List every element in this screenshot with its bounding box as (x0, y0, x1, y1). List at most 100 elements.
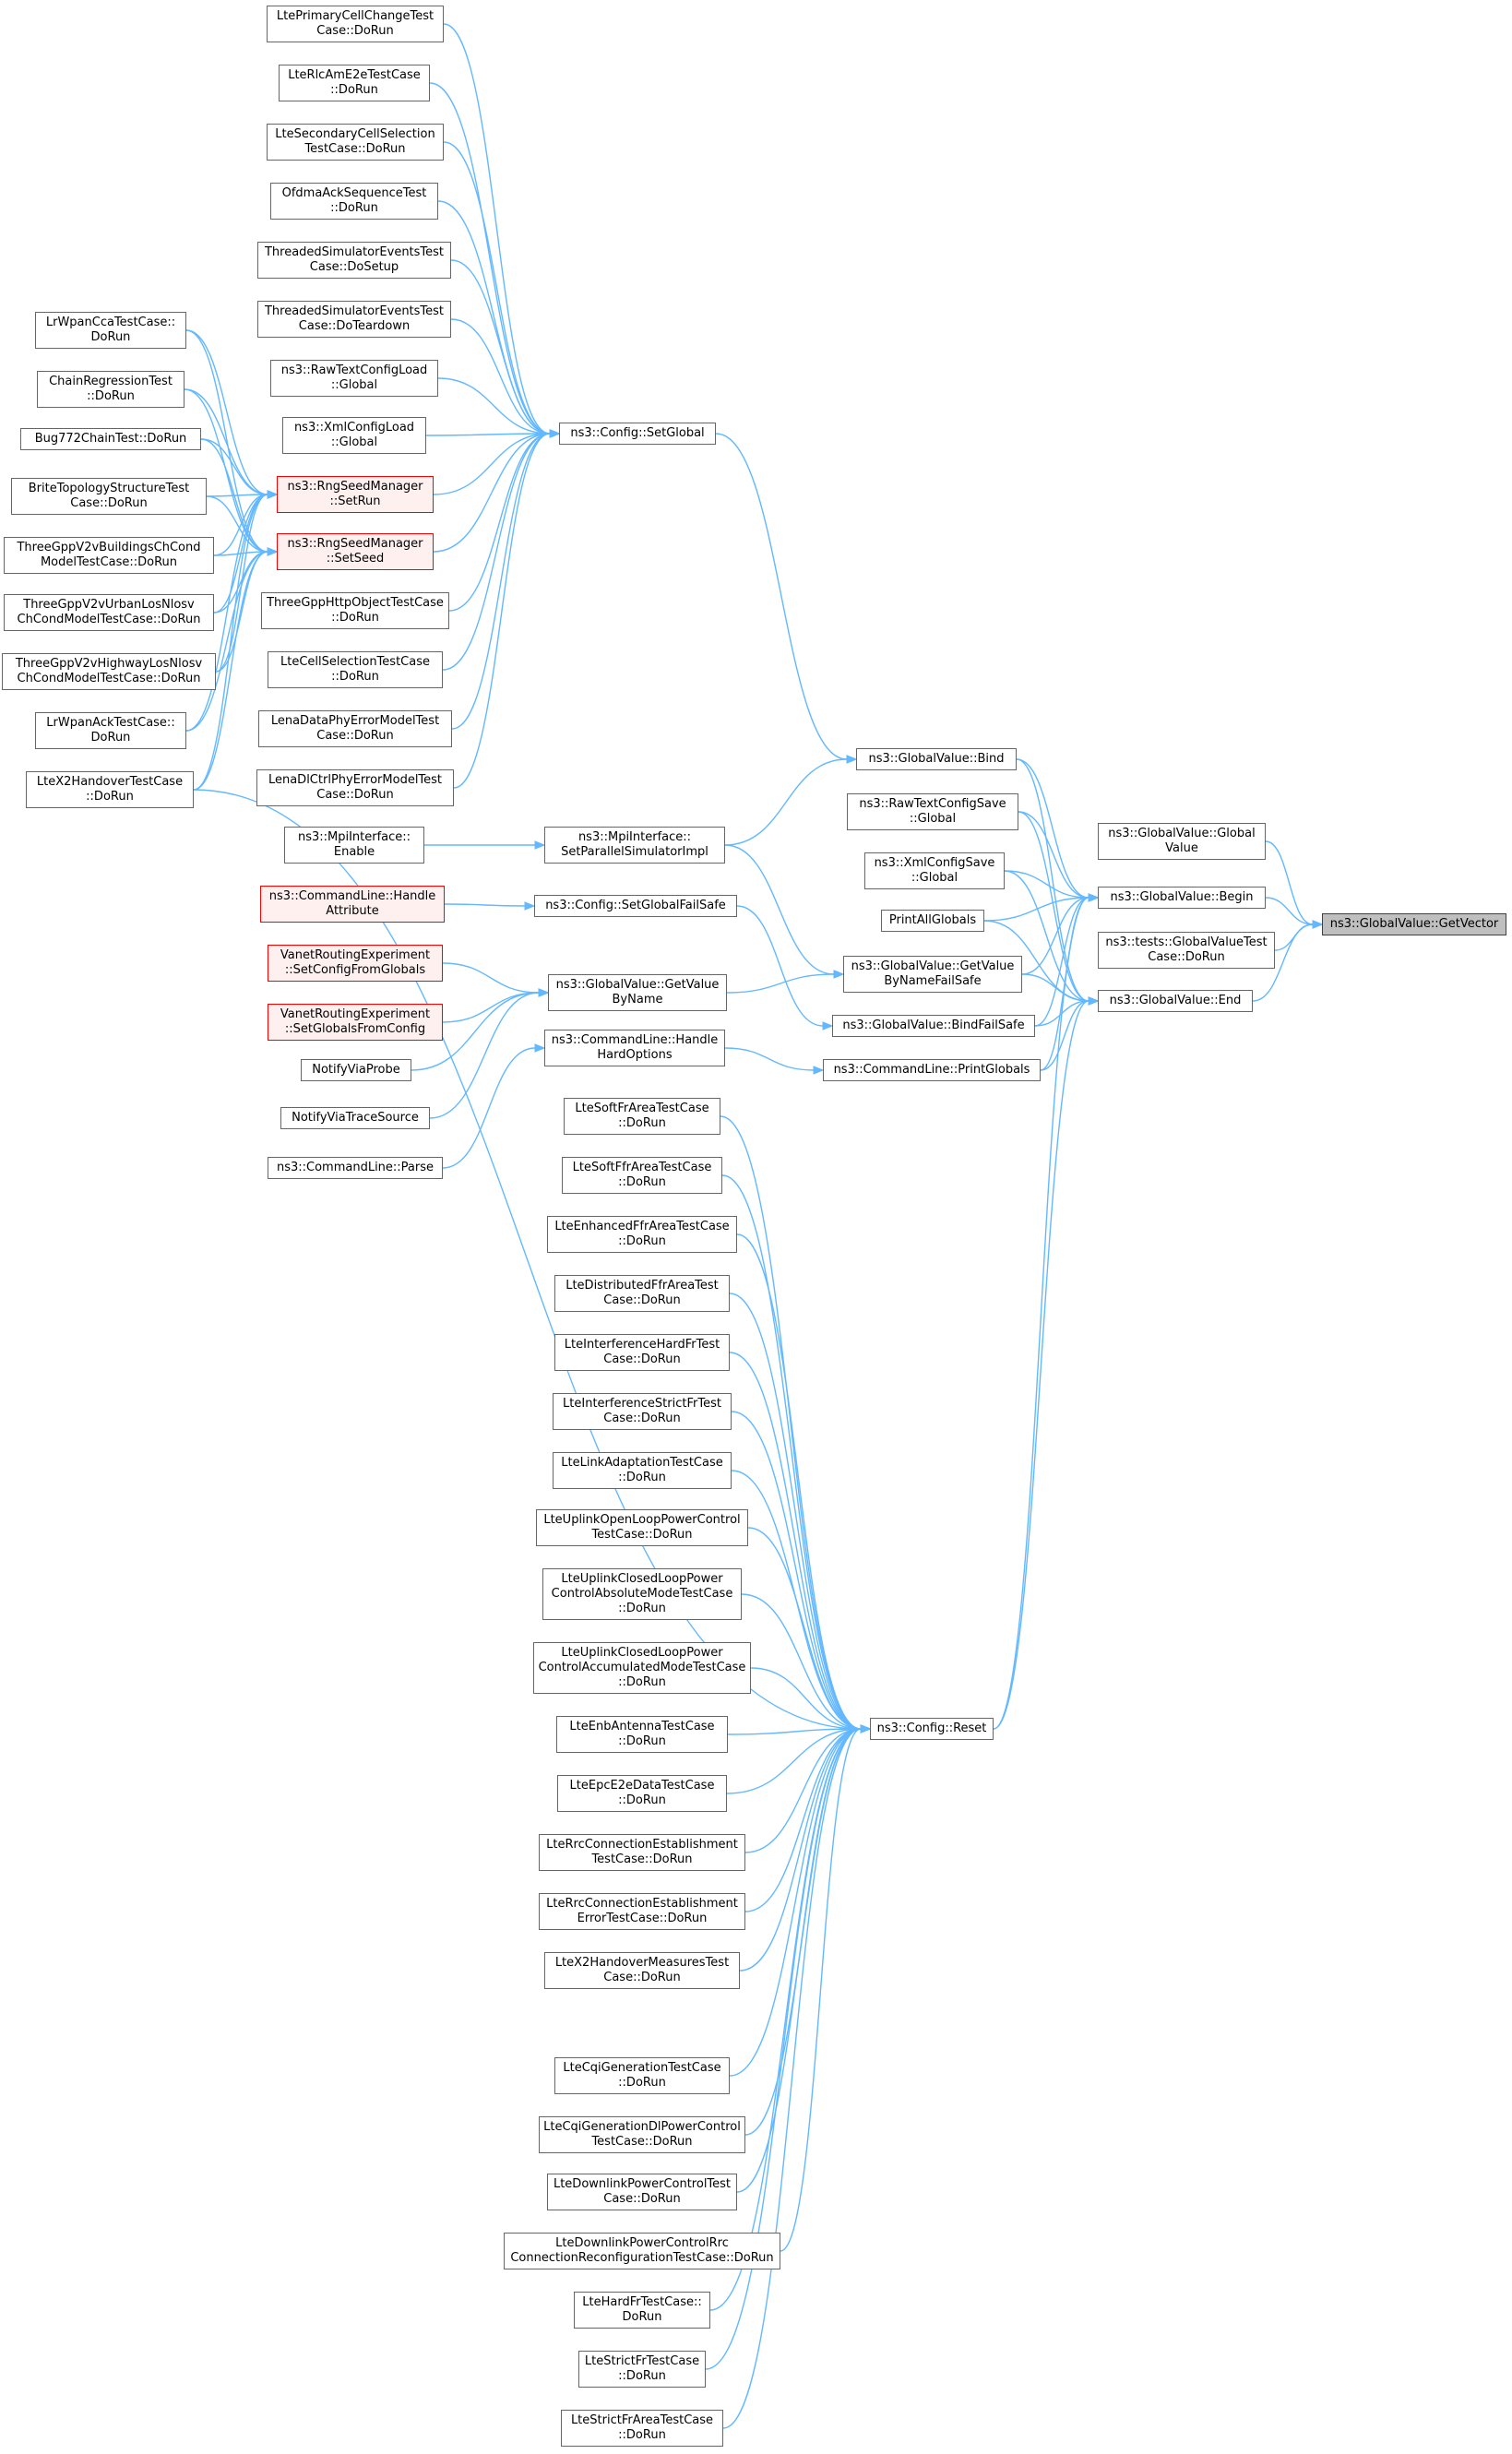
edge-getvalue-to-getvaluefs (726, 973, 835, 994)
node-lenadata[interactable]: LenaDataPhyErrorModelTest Case::DoRun (258, 710, 452, 747)
node-bindfs[interactable]: ns3::GlobalValue::BindFailSafe (832, 1015, 1035, 1037)
edge-r_rrcest-to-reset (744, 1728, 862, 1853)
node-r-distffr[interactable]: LteDistributedFfrAreaTest Case::DoRun (554, 1275, 730, 1312)
node-mpienable[interactable]: ns3::MpiInterface:: Enable (284, 827, 424, 864)
node-reset[interactable]: ns3::Config::Reset (870, 1718, 994, 1740)
node-r-cqigen[interactable]: LteCqiGenerationTestCase ::DoRun (554, 2057, 730, 2094)
node-mpiset[interactable]: ns3::MpiInterface:: SetParallelSimulator… (544, 827, 725, 864)
node-handleattr[interactable]: ns3::CommandLine::Handle Attribute (260, 886, 445, 923)
node-ltex2[interactable]: LteX2HandoverTestCase ::DoRun (26, 771, 194, 808)
node-r-intfhard[interactable]: LteInterferenceHardFrTest Case::DoRun (554, 1334, 730, 1371)
edge-reset-to-begin (993, 897, 1089, 1730)
node-ofdma[interactable]: OfdmaAckSequenceTest ::DoRun (270, 183, 438, 220)
node-r-dlpc[interactable]: LteDownlinkPowerControlTest Case::DoRun (547, 2174, 737, 2210)
node-r-strictfr[interactable]: LteStrictFrTestCase ::DoRun (578, 2351, 706, 2388)
node-threadsetup[interactable]: ThreadedSimulatorEventsTest Case::DoSetu… (257, 242, 451, 279)
edge-bindfs-to-begin (1034, 897, 1089, 1027)
node-r-softffr1[interactable]: LteSoftFrAreaTestCase ::DoRun (564, 1098, 720, 1135)
node-notifyprobe[interactable]: NotifyViaProbe (301, 1059, 411, 1081)
node-r-softffr2[interactable]: LteSoftFfrAreaTestCase ::DoRun (562, 1157, 722, 1194)
node-begin[interactable]: ns3::GlobalValue::Begin (1098, 887, 1266, 909)
edge-setglobal-to-bind (715, 433, 848, 760)
node-setglobalfs[interactable]: ns3::Config::SetGlobalFailSafe (534, 895, 737, 917)
edge-vanet1-to-getvalue (442, 962, 540, 994)
edge-arrowhead (860, 1724, 872, 1733)
node-r-x2meas[interactable]: LteX2HandoverMeasuresTest Case::DoRun (544, 1952, 740, 1989)
node-bug772[interactable]: Bug772ChainTest::DoRun (20, 428, 201, 450)
edge-r_x2meas-to-reset (739, 1728, 862, 1972)
node-printall[interactable]: PrintAllGlobals (881, 910, 984, 932)
node-ltecellsel[interactable]: LteCellSelectionTestCase ::DoRun (268, 651, 443, 688)
node-printglobals[interactable]: ns3::CommandLine::PrintGlobals (823, 1059, 1041, 1081)
node-notifytrace[interactable]: NotifyViaTraceSource (280, 1107, 430, 1129)
edge-r_cqigen-to-reset (729, 1728, 862, 2077)
node-handlehard[interactable]: ns3::CommandLine::Handle HardOptions (544, 1030, 725, 1066)
node-r-linkadapt[interactable]: LteLinkAdaptationTestCase ::DoRun (553, 1452, 732, 1489)
node-v2vurban[interactable]: ThreeGppV2vUrbanLosNlosv ChCondModelTest… (4, 594, 214, 631)
edge-lenadata-to-setglobal (451, 433, 551, 730)
edge-rawsave-to-begin (1018, 811, 1089, 899)
node-v2vhighway[interactable]: ThreeGppV2vHighwayLosNlosv ChCondModelTe… (2, 653, 216, 690)
node-r-enbant[interactable]: LteEnbAntennaTestCase ::DoRun (556, 1716, 728, 1753)
node-r-dlpcrrc[interactable]: LteDownlinkPowerControlRrc ConnectionRec… (504, 2233, 780, 2269)
node-setrun[interactable]: ns3::RngSeedManager ::SetRun (277, 476, 434, 513)
edge-reset-to-end (993, 1000, 1089, 1730)
node-r-epce2e[interactable]: LteEpcE2eDataTestCase ::DoRun (557, 1775, 727, 1812)
edge-end-to-getvector (1252, 923, 1314, 1002)
node-r-ulclosedabs[interactable]: LteUplinkClosedLoopPower ControlAbsolute… (542, 1568, 742, 1620)
node-bind[interactable]: ns3::GlobalValue::Bind (856, 748, 1017, 770)
edge-arrowhead (1312, 920, 1324, 929)
node-r-ulclosedacc[interactable]: LteUplinkClosedLoopPower ControlAccumula… (533, 1642, 751, 1694)
edge-threadteardown-to-setglobal (450, 318, 551, 435)
node-r-rrcest[interactable]: LteRrcConnectionEstablishment TestCase::… (539, 1834, 745, 1871)
node-parse[interactable]: ns3::CommandLine::Parse (268, 1157, 443, 1179)
edge-arrowhead (833, 970, 845, 979)
node-ltesecondary[interactable]: LteSecondaryCellSelection TestCase::DoRu… (267, 124, 444, 161)
node-v2vbuild[interactable]: ThreeGppV2vBuildingsChCond ModelTestCase… (4, 537, 214, 574)
node-lrwpanack[interactable]: LrWpanAckTestCase:: DoRun (35, 712, 186, 749)
node-rawload[interactable]: ns3::RawTextConfigLoad ::Global (270, 360, 438, 397)
node-lteprimary[interactable]: LtePrimaryCellChangeTest Case::DoRun (267, 6, 444, 42)
node-vanet2[interactable]: VanetRoutingExperiment ::SetGlobalsFromC… (268, 1004, 443, 1041)
node-setseed[interactable]: ns3::RngSeedManager ::SetSeed (277, 533, 434, 570)
node-xmlload[interactable]: ns3::XmlConfigLoad ::Global (282, 417, 426, 454)
edge-r_softffr2-to-reset (721, 1174, 862, 1730)
edge-ofdma-to-setglobal (437, 200, 551, 435)
edge-r_intfhard-to-reset (729, 1352, 862, 1730)
edge-arrowhead (846, 755, 858, 764)
edge-v2vurban-to-setseed (213, 551, 268, 614)
node-xmlsave[interactable]: ns3::XmlConfigSave ::Global (864, 852, 1005, 889)
edge-r_enbant-to-reset (727, 1728, 862, 1735)
edge-setseed-to-setglobal (433, 433, 551, 553)
node-getvaluefs[interactable]: ns3::GlobalValue::GetValue ByNameFailSaf… (843, 956, 1022, 993)
node-end[interactable]: ns3::GlobalValue::End (1098, 990, 1253, 1012)
edge-r_dlpc-to-reset (736, 1728, 862, 2193)
node-chainreg[interactable]: ChainRegressionTest ::DoRun (37, 371, 185, 408)
node-r-intfstrict[interactable]: LteInterferenceStrictFrTest Case::DoRun (553, 1393, 732, 1430)
node-lenadlctrl[interactable]: LenaDlCtrlPhyErrorModelTest Case::DoRun (256, 769, 454, 806)
node-gvtest[interactable]: ns3::tests::GlobalValueTest Case::DoRun (1098, 932, 1275, 969)
node-threadteardown[interactable]: ThreadedSimulatorEventsTest Case::DoTear… (257, 301, 451, 338)
node-rawsave[interactable]: ns3::RawTextConfigSave ::Global (847, 793, 1018, 830)
node-setglobal[interactable]: ns3::Config::SetGlobal (559, 423, 716, 445)
edge-r_dlpcrrc-to-reset (780, 1728, 862, 2252)
node-getvalue[interactable]: ns3::GlobalValue::GetValue ByName (548, 974, 727, 1011)
node-vanet1[interactable]: VanetRoutingExperiment ::SetConfigFromGl… (268, 945, 443, 982)
node-brite[interactable]: BriteTopologyStructureTest Case::DoRun (11, 478, 207, 515)
edge-ltex2-to-setrun (193, 494, 268, 791)
node-r-ulopen[interactable]: LteUplinkOpenLoopPowerControl TestCase::… (536, 1509, 748, 1546)
node-r-enhffr[interactable]: LteEnhancedFfrAreaTestCase ::DoRun (547, 1216, 737, 1253)
edge-handleattr-to-setglobalfs (444, 903, 526, 907)
node-gv-global[interactable]: ns3::GlobalValue::Global Value (1098, 823, 1266, 860)
node-lterlc[interactable]: LteRlcAmE2eTestCase ::DoRun (279, 65, 430, 101)
node-r-strictfrarea[interactable]: LteStrictFrAreaTestCase ::DoRun (561, 2410, 723, 2447)
node-r-rrcesterr[interactable]: LteRrcConnectionEstablishment ErrorTestC… (539, 1893, 745, 1930)
node-r-hardfr[interactable]: LteHardFrTestCase:: DoRun (574, 2292, 710, 2329)
edge-xmlsave-to-end (1004, 870, 1089, 1002)
edge-lrwpanack-to-setrun (185, 494, 268, 732)
node-r-cqidl[interactable]: LteCqiGenerationDlPowerControl TestCase:… (539, 2116, 745, 2153)
edge-rawsave-to-end (1018, 811, 1089, 1002)
node-threegpphttp[interactable]: ThreeGppHttpObjectTestCase ::DoRun (261, 592, 449, 629)
node-lrwpancca[interactable]: LrWpanCcaTestCase:: DoRun (35, 312, 186, 349)
